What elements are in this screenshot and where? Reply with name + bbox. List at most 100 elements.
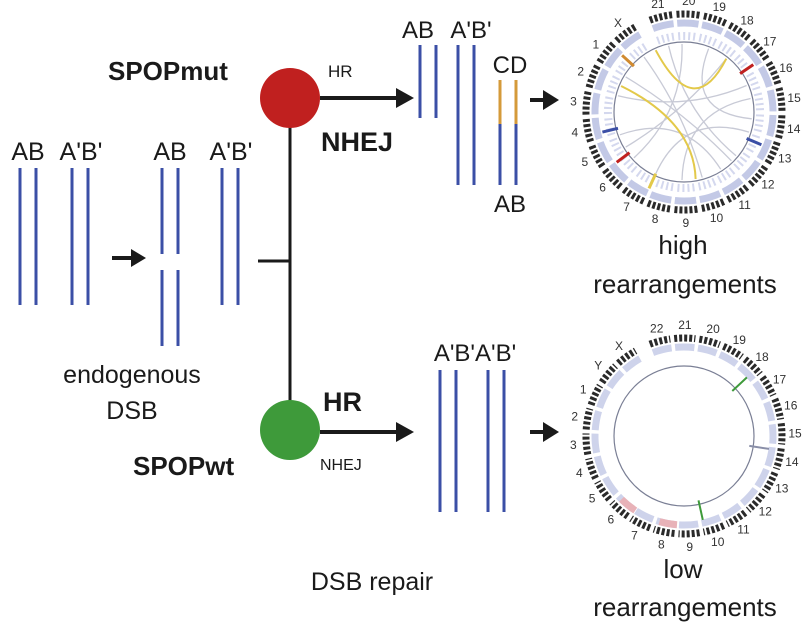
track-segment [651, 344, 673, 356]
chromosome-label: 12 [759, 505, 773, 519]
chromosome-label: 18 [755, 350, 769, 364]
track-segment [766, 89, 777, 112]
mut-repair-arrow [320, 88, 414, 108]
track-segment [594, 68, 609, 91]
ideogram-segment [772, 447, 785, 471]
detail-track [675, 183, 695, 192]
track-segment [602, 475, 619, 496]
chromosome-label: 19 [733, 333, 747, 347]
track-segment [604, 47, 623, 69]
chromosome-label: 19 [713, 0, 727, 14]
ideogram-segment [588, 144, 606, 169]
chromosome-label: 6 [599, 180, 606, 194]
ideogram-segment [777, 422, 786, 445]
detail-track [753, 114, 764, 134]
chromosome-label: 4 [576, 466, 583, 480]
track-segment [596, 388, 611, 409]
ideogram-segment [587, 383, 604, 407]
detail-track [615, 56, 633, 76]
chromosome-label: 16 [784, 399, 798, 413]
track-segment [676, 19, 700, 28]
circos-link [643, 56, 703, 178]
chromosome-label: 8 [652, 212, 659, 226]
chromosome-label: 14 [785, 455, 799, 469]
track-segment [609, 162, 629, 183]
variant-mark [602, 126, 619, 134]
highlight-segment [658, 518, 678, 529]
track-segment [700, 514, 722, 527]
chromosome-label: 4 [572, 126, 579, 140]
variant-mark [731, 376, 748, 392]
detail-track [608, 136, 625, 157]
ideogram-segment [702, 522, 726, 536]
circos-link [655, 126, 750, 175]
chromosome-label: 9 [683, 216, 690, 230]
label-mut-apbp: A'B' [450, 17, 491, 44]
track-segment [649, 191, 672, 204]
ideogram-segment [582, 118, 594, 143]
variant-mark [749, 444, 770, 450]
ideogram-segment [749, 38, 770, 62]
chromosome-label: 17 [763, 35, 777, 49]
chromosome-label: 21 [678, 318, 692, 332]
track-segment [591, 433, 601, 454]
detail-track [677, 31, 698, 41]
detail-track [746, 71, 761, 92]
track-segment [763, 401, 776, 422]
track-segment [622, 355, 642, 373]
translocated-cd-segments [498, 80, 518, 124]
label-dsb-repair: DSB repair [311, 568, 433, 596]
track-segment [591, 117, 603, 140]
inner-ring [613, 41, 755, 183]
ideogram-segment [771, 397, 785, 421]
circos-link [619, 127, 722, 170]
ideogram-segment [601, 167, 623, 190]
ideogram-segment [645, 199, 671, 213]
chromosome-label: 7 [623, 200, 630, 214]
ideogram-segment [764, 141, 781, 166]
track-segment [743, 45, 763, 67]
track-segment [674, 343, 695, 352]
track-segment [756, 138, 773, 161]
ideogram-segment [727, 22, 752, 42]
ideogram-segment [725, 509, 748, 528]
label-low: low [663, 554, 702, 584]
ideogram-segment [676, 10, 701, 19]
variant-mark [746, 137, 762, 147]
detail-track [715, 167, 736, 184]
chromosome-label: 18 [740, 14, 754, 28]
track-segment [597, 141, 613, 164]
chromosome-label: 11 [737, 523, 750, 537]
variant-mark [697, 500, 704, 521]
chromosome-label: 17 [773, 372, 787, 386]
chromosome-label: 15 [787, 91, 801, 105]
track-segment [737, 363, 756, 383]
ideogram-segment [745, 492, 766, 513]
chromosome-label: 5 [589, 491, 596, 505]
label-mut-cd: CD [493, 52, 528, 79]
chromosome-label: 3 [570, 95, 577, 109]
variant-mark [621, 54, 635, 68]
circos-link [681, 97, 751, 181]
chromosome-label: 16 [779, 61, 793, 75]
track-segment [721, 502, 742, 520]
detail-track [733, 54, 752, 74]
track-segment [591, 92, 601, 115]
circos-link [701, 48, 752, 120]
label-mut-ab-bottom: AB [494, 191, 526, 218]
circos-link [625, 76, 732, 162]
ideogram-segment [616, 347, 638, 366]
detail-track [732, 152, 751, 172]
detail-track [696, 177, 717, 191]
track-segment [754, 467, 770, 489]
chromosome-label: 1 [593, 38, 600, 52]
ideogram-segment [596, 41, 617, 65]
branch-connector [258, 98, 292, 430]
chromosome-label: 6 [608, 513, 615, 527]
ideogram-segment [585, 457, 599, 480]
ideogram-segment [765, 60, 782, 86]
ideogram-segment [700, 198, 726, 212]
track-segment [718, 351, 739, 367]
